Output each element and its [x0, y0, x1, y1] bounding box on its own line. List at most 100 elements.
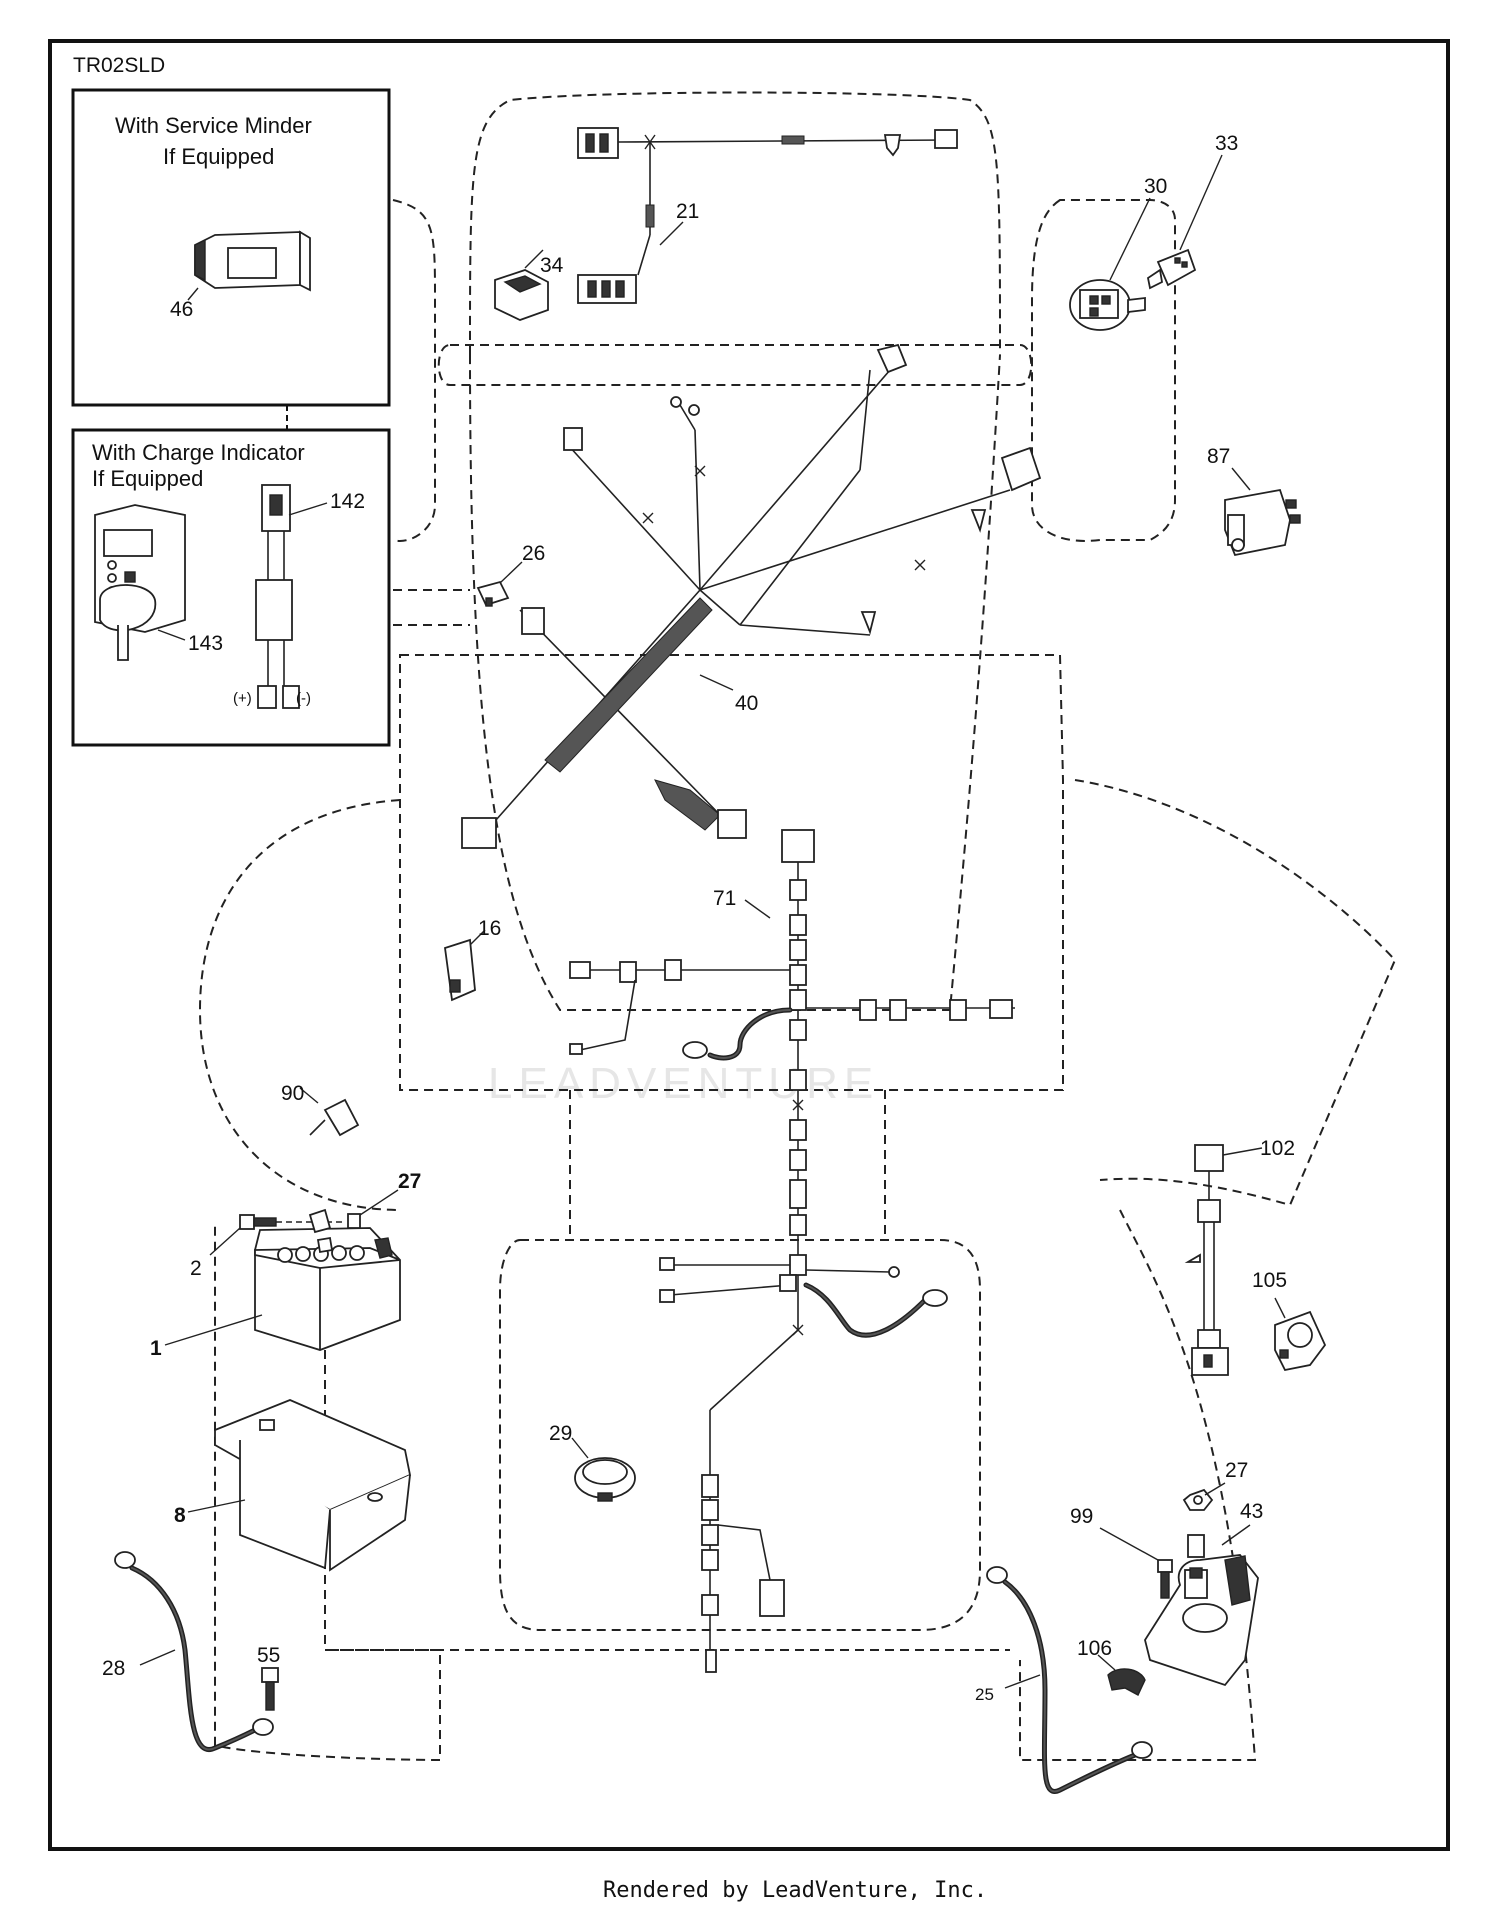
callout-1: 1 [150, 1337, 162, 1360]
inset-title-line1: With Charge Indicator [92, 440, 305, 465]
ignition-switch-30 [1069, 279, 1146, 331]
callout-29: 29 [549, 1422, 572, 1445]
callout-21: 21 [676, 200, 699, 223]
switch-34 [494, 269, 549, 321]
leader-43 [1221, 1524, 1251, 1546]
callout-27b: 27 [1225, 1459, 1248, 1482]
inset-title-line2: If Equipped [92, 466, 203, 491]
inset-service-minder: With Service Minder If Equipped 46 [71, 88, 391, 407]
leader-33 [1179, 154, 1223, 251]
callout-102: 102 [1260, 1137, 1295, 1160]
watermark-text: LEADVENTURE [488, 1059, 879, 1108]
right-front-wheel-outline [1031, 199, 1176, 542]
battery-cable-28 [114, 1551, 274, 1752]
switch-87 [1224, 488, 1301, 557]
callout-106: 106 [1077, 1637, 1112, 1660]
leader-1 [164, 1314, 263, 1346]
battery-nut-27 [347, 1213, 361, 1229]
rear-harness [659, 1257, 948, 1673]
leader-87 [1231, 467, 1251, 491]
callout-143: 143 [188, 632, 223, 655]
left-rear-frame-outline [214, 1225, 441, 1762]
leader-21 [659, 221, 684, 246]
leader-105 [1274, 1297, 1286, 1319]
leader-26 [499, 561, 523, 584]
leader-142 [288, 502, 328, 516]
callout-142: 142 [330, 490, 365, 513]
rear-deck-outline [499, 1239, 981, 1631]
leader-2 [209, 1227, 241, 1256]
callout-99: 99 [1070, 1505, 1093, 1528]
leader-27b [1204, 1482, 1226, 1496]
terminal-positive-label: (+) [233, 690, 252, 707]
callout-27a: 27 [398, 1170, 421, 1193]
callout-90: 90 [281, 1082, 304, 1105]
battery-tray-8 [214, 1399, 412, 1572]
dash-harness-71 [569, 829, 1015, 1276]
bolt-55 [261, 1667, 279, 1711]
body-outline [399, 654, 1064, 1091]
seat-column-outline [569, 1090, 886, 1240]
tractor-outline [198, 91, 1397, 1762]
terminal-negative-label: (-) [296, 690, 311, 707]
callout-25: 25 [975, 1685, 994, 1704]
leader-34 [524, 249, 544, 269]
clip-106 [1107, 1668, 1146, 1696]
callout-33: 33 [1215, 132, 1238, 155]
bolt-99 [1157, 1559, 1173, 1599]
relay-16 [444, 938, 476, 1002]
callout-16: 16 [478, 917, 501, 940]
leader-29 [571, 1437, 589, 1459]
left-step-outline [393, 589, 470, 626]
diagram-code: TR02SLD [73, 54, 165, 77]
leader-16 [469, 929, 486, 946]
left-rear-wheel-outline [198, 799, 401, 1211]
charge-indicator-key-switch-drawing [94, 504, 186, 661]
right-rear-frame-outline [1019, 1209, 1257, 1761]
service-minder-module-drawing [194, 230, 311, 292]
leader-46 [187, 287, 199, 301]
sensor-90 [309, 1098, 360, 1137]
main-harness-40 [461, 343, 1042, 849]
starter-solenoid-43 [1144, 1534, 1259, 1687]
leader-71 [744, 899, 771, 919]
callout-87: 87 [1207, 445, 1230, 468]
battery-bolt-2 [239, 1208, 345, 1234]
battery-cable-25 [986, 1566, 1153, 1794]
grommet-29 [574, 1457, 636, 1502]
callout-40: 40 [735, 692, 758, 715]
hood-lower-outline [469, 354, 1001, 1011]
inset-title-line1: With Service Minder [115, 113, 312, 138]
leader-90 [299, 1087, 319, 1104]
footer-credit: Rendered by LeadVenture, Inc. [603, 1878, 987, 1903]
leader-40 [699, 674, 734, 691]
relay-102 [1184, 1144, 1229, 1376]
leader-28 [139, 1649, 176, 1666]
battery-1 [254, 1227, 401, 1351]
front-axle-outline [437, 344, 1033, 386]
callout-28: 28 [102, 1657, 125, 1680]
right-rear-fender-outline [1074, 779, 1397, 1207]
leader-143 [157, 629, 186, 641]
callout-105: 105 [1252, 1269, 1287, 1292]
inset-charge-indicator: With Charge Indicator If Equipped 142 14… [71, 405, 391, 747]
left-front-wheel-outline [392, 199, 436, 542]
leader-27a [359, 1189, 399, 1216]
callout-43: 43 [1240, 1500, 1263, 1523]
hood-outline [469, 91, 1001, 356]
leader-8 [187, 1499, 246, 1513]
leader-99 [1099, 1527, 1159, 1561]
callout-34: 34 [540, 254, 564, 277]
callout-8: 8 [174, 1504, 186, 1527]
leader-106 [1097, 1654, 1116, 1671]
callout-46: 46 [170, 298, 193, 321]
callout-55: 55 [257, 1644, 280, 1667]
callout-2: 2 [190, 1257, 202, 1280]
callout-30: 30 [1144, 175, 1167, 198]
ignition-key-33 [1146, 248, 1197, 290]
callout-71: 71 [713, 887, 736, 910]
fuse-26 [476, 580, 510, 607]
leader-30 [1109, 197, 1151, 281]
